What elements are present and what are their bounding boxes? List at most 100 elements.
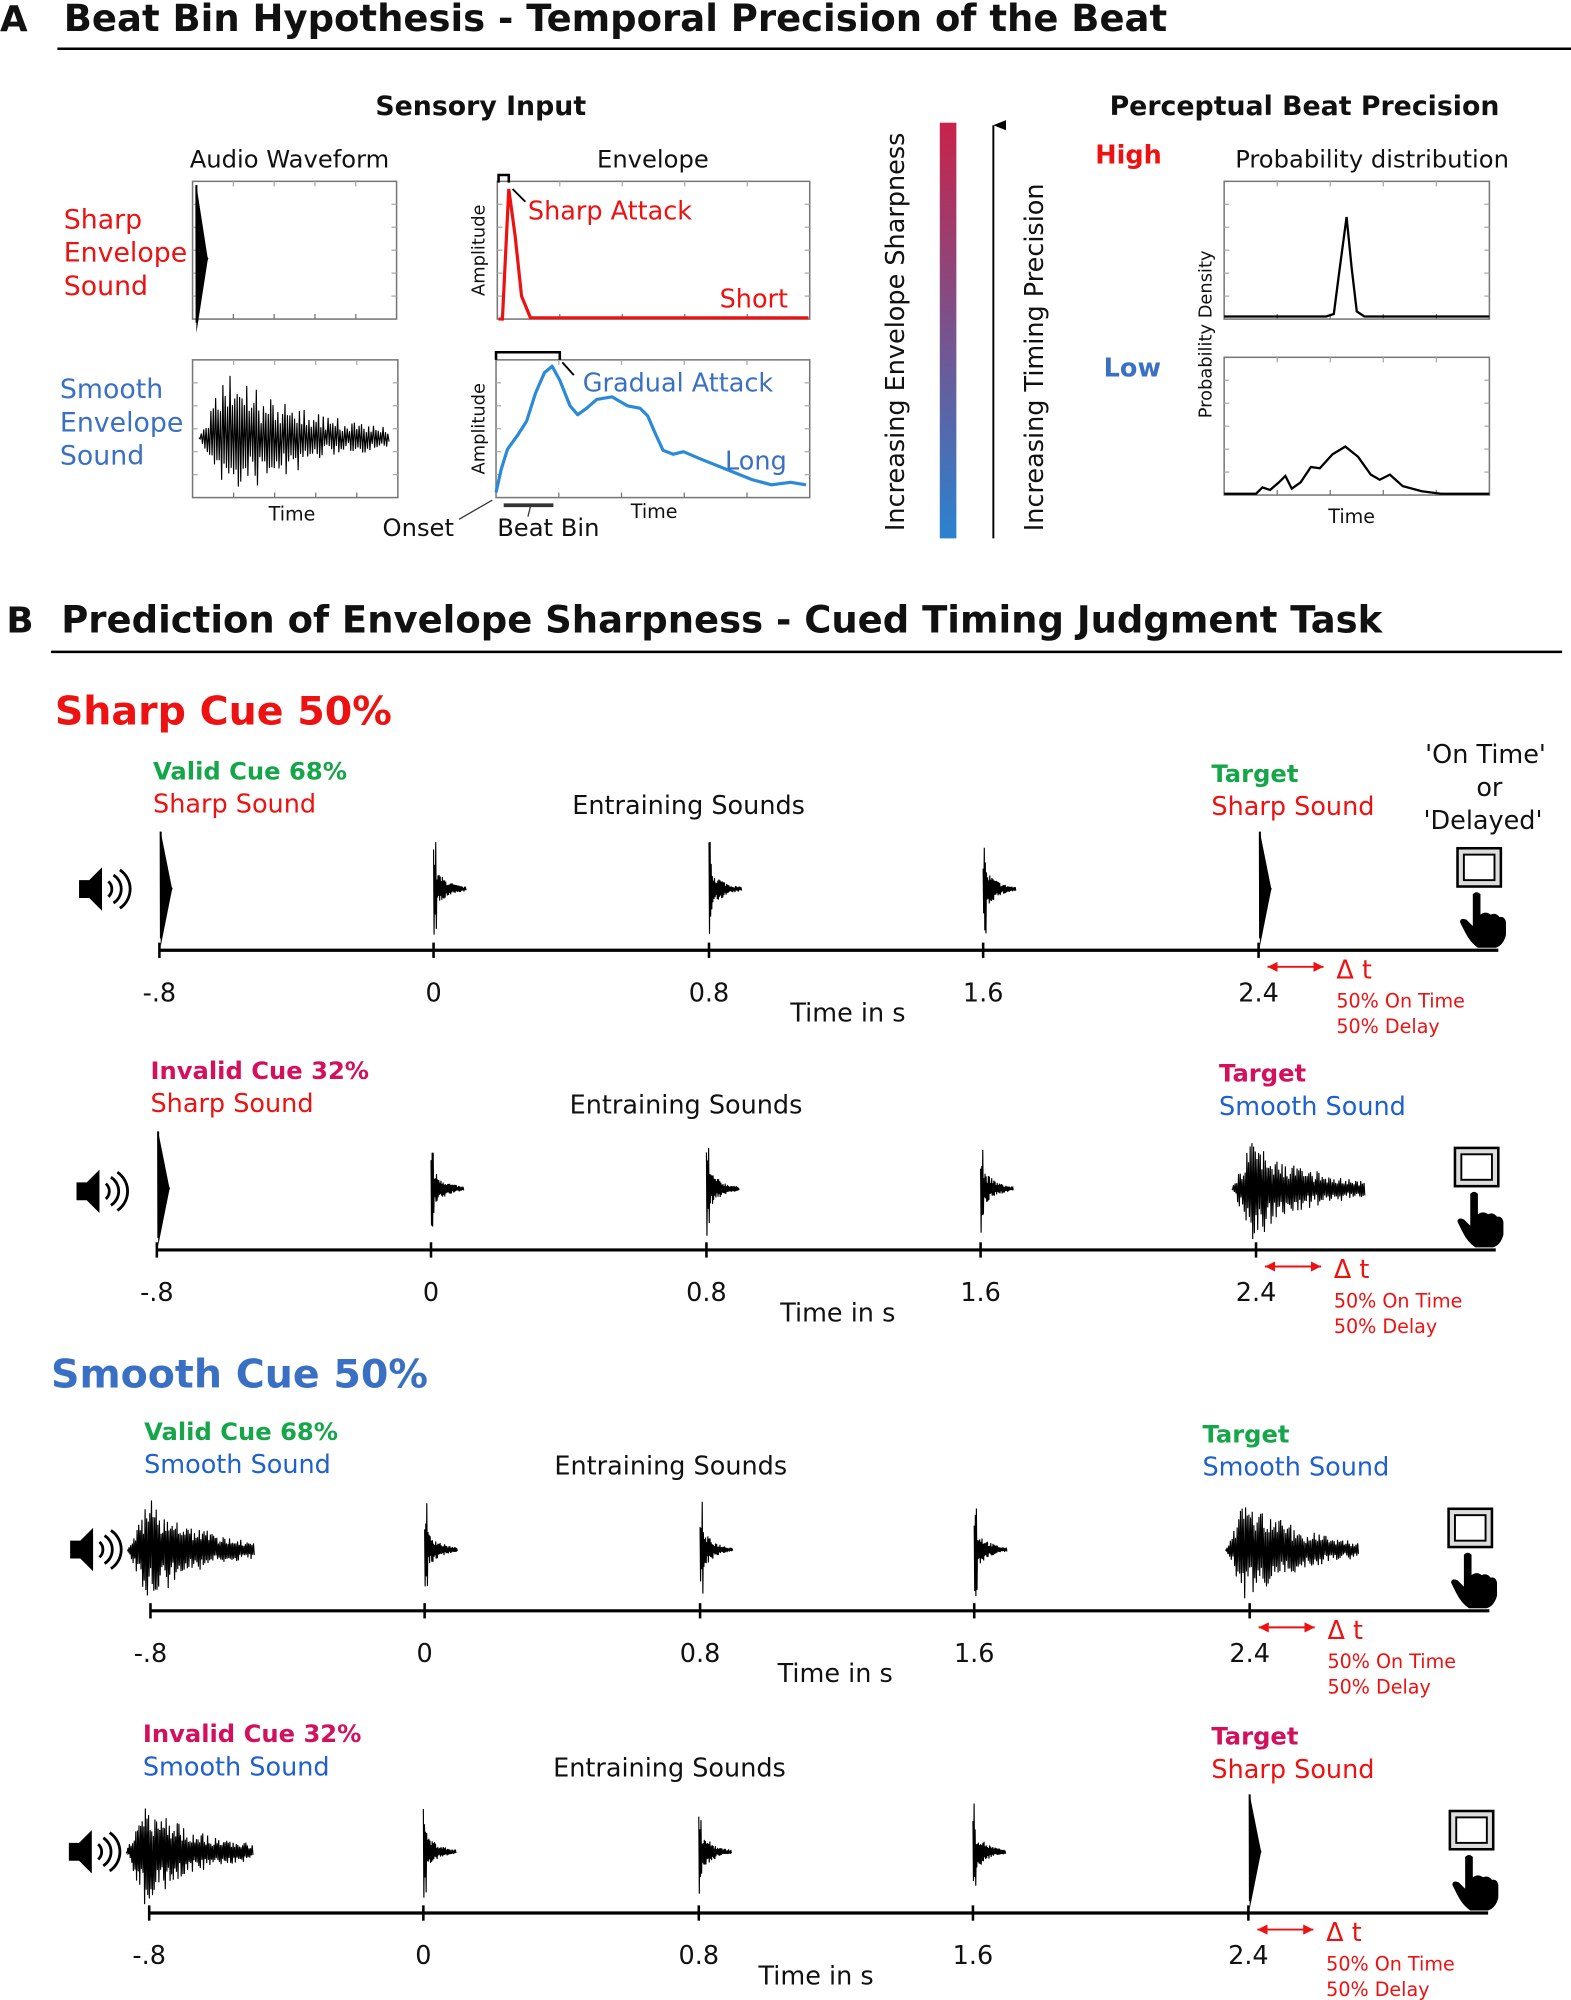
target-sound-label: Sharp Sound [1211,792,1374,822]
time-axis-title: Time in s [789,999,905,1029]
smooth-cue-heading: Smooth Cue 50% [51,1352,428,1398]
axis-tick-label: 2.4 [1228,1941,1269,1971]
smooth-waveform [198,375,390,487]
target-sound-label: Smooth Sound [1219,1092,1406,1122]
axis-tick-label: 0.8 [689,978,730,1008]
axis-tick-label: 1.6 [960,1278,1001,1308]
response-prompt: or [1476,773,1503,803]
time-axis-title: Time in s [758,1961,874,1991]
entraining-sound-waveform [422,1808,457,1898]
target-sound-waveform [1224,1507,1360,1599]
gradual-attack-label: Gradual Attack [583,369,774,399]
delay-probability: 50% Delay [1326,1978,1429,2000]
target-label: Target [1211,760,1298,788]
beat-bin-label: Beat Bin [497,514,599,542]
smooth-envelope-sound-label: Sound [60,440,144,471]
pointing-hand-icon [1452,1854,1499,1911]
sharp-waveform-plot [191,180,398,320]
panel-a-letter: A [0,0,28,40]
entraining-sound-waveform [708,841,743,934]
axis-tick-label: 0.8 [686,1278,727,1308]
increasing-precision-label: Increasing Timing Precision [1020,183,1050,531]
perceptual-precision-heading: Perceptual Beat Precision [1110,91,1500,122]
panel-a-title: Beat Bin Hypothesis - Temporal Precision… [64,0,1167,40]
sharp-attack-label: Sharp Attack [528,197,692,227]
smooth-envelope-sound-label: Smooth [60,374,163,405]
sharp-envelope-sound-label: Sharp [64,205,142,236]
audio-waveform-heading: Audio Waveform [190,145,389,173]
target-label: Target [1202,1420,1289,1448]
long-label: Long [725,447,787,477]
cue-validity-label: Valid Cue 68% [144,1418,338,1446]
panel-b-title: Prediction of Envelope Sharpness - Cued … [61,599,1383,642]
target-sound-waveform [1248,1794,1262,1910]
target-label: Target [1211,1723,1298,1751]
entraining-sounds-label: Entraining Sounds [554,1451,787,1481]
beat-bin-bracket [494,350,562,360]
entraining-sounds-label: Entraining Sounds [553,1754,786,1784]
time-axis-title: Time in s [779,1298,895,1328]
envelope-heading: Envelope [597,145,709,173]
target-label: Target [1219,1060,1306,1088]
axis-tick-label: 0.8 [680,1639,721,1669]
cue-validity-label: Invalid Cue 32% [150,1057,369,1085]
smooth-envelope-plot [495,359,811,499]
entraining-sounds-label: Entraining Sounds [572,791,805,821]
axis-tick-label: 0 [425,978,441,1008]
axis-tick-label: 0 [417,1639,433,1669]
sharp-envelope-sound-label: Sound [64,271,148,302]
cue-sound-label: Smooth Sound [144,1450,331,1480]
delay-probability: 50% Delay [1327,1676,1430,1699]
target-sound-waveform [1258,831,1272,947]
smooth-envelope-sound-label: Envelope [60,407,183,438]
sharp-cue-heading: Sharp Cue 50% [55,689,392,735]
on-time-probability: 50% On Time [1326,1952,1455,1975]
delta-t-label: Δ t [1326,1918,1362,1948]
sharp-envelope-curve [498,188,809,321]
time-axis-label: Time [630,500,678,523]
axis-tick-label: 2.4 [1238,978,1279,1008]
delay-probability: 50% Delay [1336,1015,1439,1038]
high-precision-plot [1223,180,1491,320]
target-sound-label: Sharp Sound [1211,1755,1374,1785]
entraining-sound-waveform [430,1152,465,1227]
amplitude-axis-label: Amplitude [469,204,490,295]
response-prompt: 'Delayed' [1423,806,1542,836]
response-prompt: 'On Time' [1425,740,1546,770]
axis-tick-label: 2.4 [1229,1639,1270,1669]
smooth-envelope-curve [494,364,807,493]
entraining-sound-waveform [973,1508,1008,1597]
axis-tick-label: -.8 [140,1278,174,1308]
cue-sound-waveform [125,1808,254,1905]
time-axis-title: Time in s [777,1659,893,1689]
low-label: Low [1104,353,1161,383]
delay-probability: 50% Delay [1334,1315,1437,1338]
cue-sound-waveform [126,1500,255,1596]
sharp-attack-bracket [497,173,511,183]
response-button-icon [1447,1507,1494,1549]
sharpness-gradient-bar [939,122,957,539]
pointing-hand-icon [1451,1552,1498,1609]
axis-tick-label: -.8 [132,1941,166,1971]
on-time-probability: 50% On Time [1327,1650,1456,1673]
entraining-sound-waveform [699,1501,734,1594]
on-time-probability: 50% On Time [1336,990,1465,1013]
entraining-sound-waveform [705,1147,740,1236]
high-precision-curve [1224,216,1490,318]
target-sound-waveform [1231,1143,1366,1239]
speaker-icon [76,1169,129,1213]
cue-sound-label: Smooth Sound [143,1752,330,1782]
sharp-envelope-sound-label: Envelope [64,238,187,269]
amplitude-axis-label: Amplitude [469,383,490,474]
speaker-icon [70,1527,123,1572]
probability-density-axis-label: Probability Density [1195,250,1216,418]
axis-tick-label: 1.6 [953,1941,994,1971]
speaker-icon [79,867,132,911]
target-sound-label: Smooth Sound [1202,1453,1389,1483]
cue-validity-label: Invalid Cue 32% [143,1720,362,1748]
pointing-hand-icon [1457,1191,1504,1248]
on-time-probability: 50% On Time [1334,1289,1463,1312]
